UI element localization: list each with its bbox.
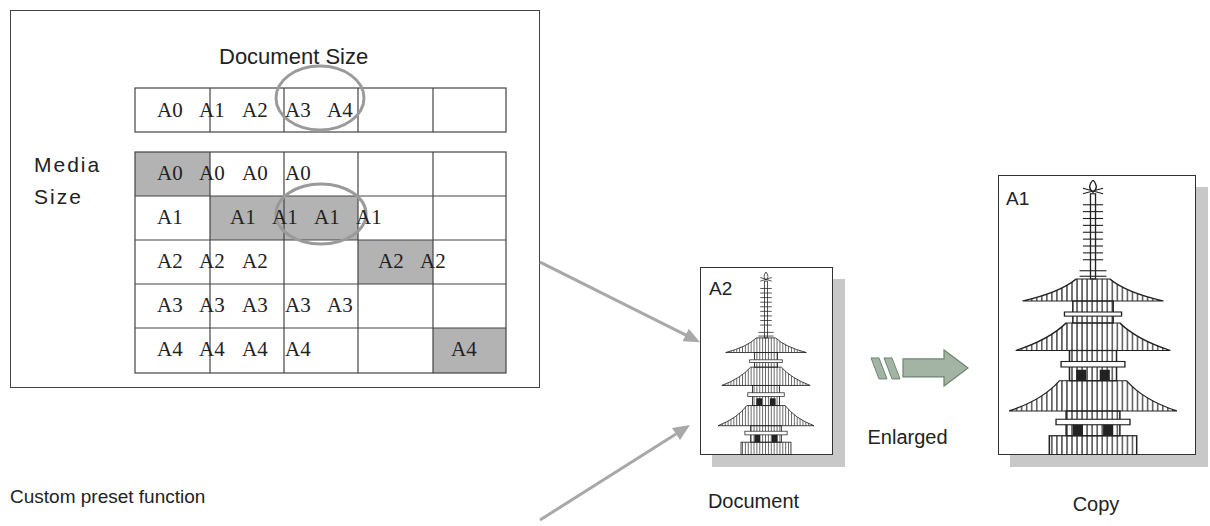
arrow-stripe [884,358,900,379]
pagoda-illustration [718,272,814,455]
edge-label: Enlarged [848,426,968,449]
axis-label: Media Size [34,149,120,213]
size-table-body [135,152,506,373]
panel-heading: Document Size [219,44,368,70]
table-border [135,88,506,132]
figure-panel: Document SizeMedia Size [10,10,540,388]
table-rule [209,88,210,132]
shaded-cell [135,152,210,196]
paper-size: A2 [709,278,732,300]
highlight-ellipse [276,66,364,130]
paper-size: A1 [1006,188,1029,210]
document-sheet: A2Document [700,267,833,455]
table-rule [283,88,284,132]
arrow-stripe [871,358,887,379]
table-rule [357,88,358,132]
arrow-body [903,350,968,386]
highlight-ellipse [276,184,366,244]
size-table-header [135,88,506,132]
table-rule [432,88,433,132]
shaded-cell [358,240,433,284]
arrow-head [683,329,700,342]
pagoda-illustration [1009,180,1177,455]
shaded-cell [210,196,358,240]
function-note: Custom preset function [10,485,205,509]
copy-sheet: A1Copy [998,175,1196,455]
shaded-cell [433,328,506,373]
table-border [135,152,506,373]
flow-arrow [540,262,700,342]
connector-path [833,367,998,368]
leader-arrow [540,425,690,520]
connector-path [540,262,687,336]
sheet-caption: Copy [997,493,1195,516]
enlarge-arrow [833,350,998,386]
table-grid [135,152,506,373]
sheet-caption: Document [687,490,820,513]
